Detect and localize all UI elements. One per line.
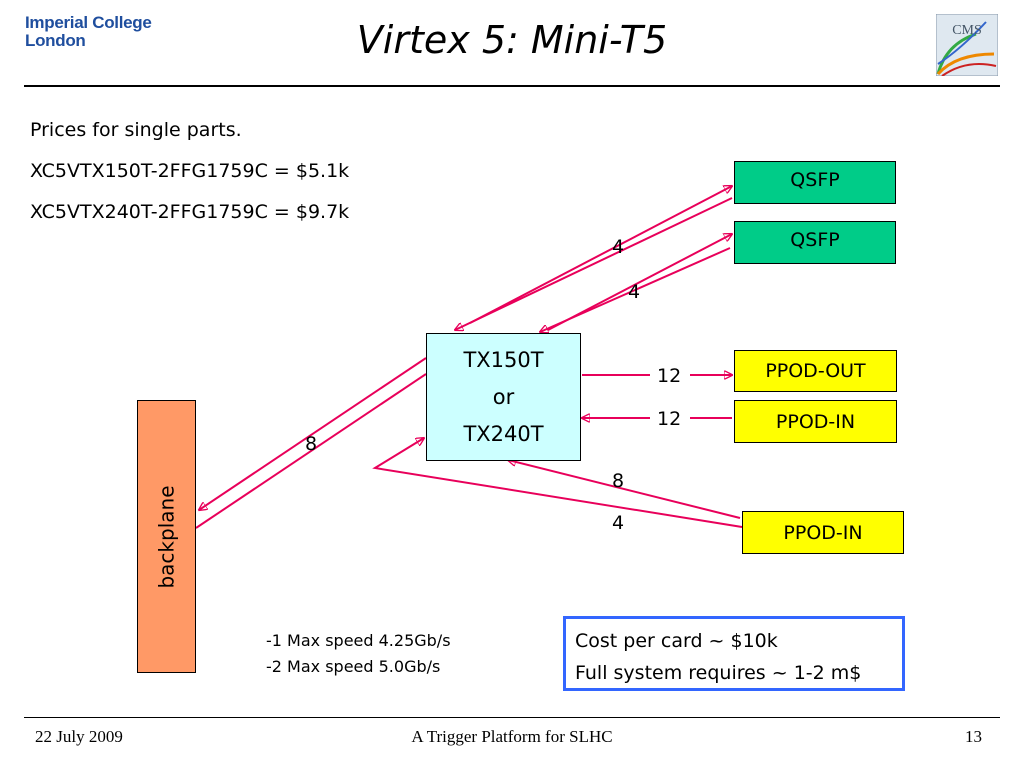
backplane-box: backplane	[137, 400, 196, 673]
page-number: 13	[965, 727, 982, 746]
ppod-out-label: PPOD-OUT	[765, 360, 866, 382]
slide-title: Virtex 5: Mini-T5	[356, 18, 668, 62]
cms-logo-text: CMS	[952, 23, 982, 38]
qsfp1-tx-arrow	[469, 186, 732, 324]
ppod-in2-link-a	[372, 438, 743, 528]
qsfp-box-1: QSFP	[734, 161, 896, 204]
backplane-tx-arrow	[195, 373, 427, 529]
ppod-in-box-1: PPOD-IN	[734, 400, 897, 443]
backplane-label: backplane	[154, 484, 179, 589]
cost-per-card: Cost per card ~ $10k	[575, 630, 778, 652]
fpga-line-2: or	[492, 384, 515, 409]
fpga-box: TX150T or TX240T	[426, 333, 581, 461]
qsfp-label-2: QSFP	[790, 229, 840, 251]
cost-box: Cost per card ~ $10k Full system require…	[563, 616, 905, 691]
ppod-in-label-1: PPOD-IN	[775, 410, 856, 433]
speed-grade-1: -1 Max speed 4.25Gb/s	[266, 631, 451, 650]
qsfp1-rx-arrow	[455, 197, 733, 330]
backplane-rx-arrow	[199, 357, 427, 510]
logo-line-2: London	[25, 31, 86, 50]
prices-intro: Prices for single parts.	[30, 119, 242, 141]
qsfp2-rx-arrow	[540, 247, 731, 332]
cms-logo-icon: CMS	[936, 14, 998, 76]
backplane-link-count: 8	[305, 433, 318, 455]
ppod-out-link-count: 12	[657, 365, 682, 387]
logo-line-1: Imperial College	[25, 13, 152, 32]
imperial-college-logo: Imperial College London	[25, 14, 152, 50]
qsfp-box-2: QSFP	[734, 221, 896, 264]
ppod-out-box: PPOD-OUT	[734, 350, 897, 392]
footer-date: 22 July 2009	[35, 727, 123, 746]
fpga-line-1: TX150T	[463, 347, 544, 372]
ppod-in2-link-count-a: 8	[612, 470, 625, 492]
system-cost: Full system requires ~ 1-2 m$	[575, 662, 862, 684]
ppod-in-box-2: PPOD-IN	[742, 511, 904, 554]
ppod-in-label-2: PPOD-IN	[783, 521, 863, 544]
speed-grade-2: -2 Max speed 5.0Gb/s	[266, 657, 441, 676]
qsfp2-link-count: 4	[628, 281, 641, 303]
price-tx240t: XC5VTX240T-2FFG1759C = $9.7k	[30, 201, 350, 223]
ppod-in1-link-count: 12	[657, 408, 682, 430]
prices-block: Prices for single parts. XC5VTX150T-2FFG…	[30, 110, 349, 233]
speed-notes: -1 Max speed 4.25Gb/s -2 Max speed 5.0Gb…	[266, 628, 451, 680]
fpga-line-3: TX240T	[463, 421, 544, 446]
ppod-in2-link-b	[508, 460, 741, 519]
ppod-in2-link-count-b: 4	[612, 512, 625, 534]
header-divider	[24, 85, 1000, 87]
footer-divider	[24, 717, 1000, 718]
footer-title: A Trigger Platform for SLHC	[411, 727, 613, 746]
price-tx150t: XC5VTX150T-2FFG1759C = $5.1k	[30, 160, 350, 182]
qsfp1-link-count: 4	[612, 236, 625, 258]
qsfp-label-1: QSFP	[790, 169, 840, 191]
